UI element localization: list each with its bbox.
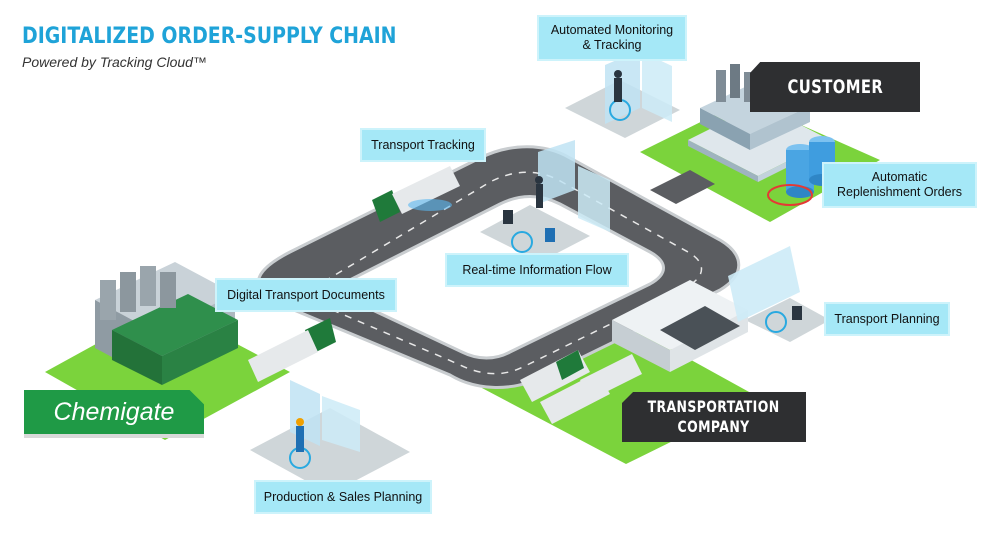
page-subtitle: Powered by Tracking Cloud™	[22, 54, 207, 70]
transportation-company-label: TRANSPORTATION COMPANY	[648, 397, 780, 436]
operator-figures	[296, 70, 802, 452]
tanker-truck-chemigate	[248, 318, 336, 382]
tracking-ring-realtime	[511, 231, 533, 253]
transport-warehouse	[612, 280, 748, 372]
chemigate-label: Chemigate	[53, 397, 175, 426]
chemigate-tag: Chemigate	[24, 390, 204, 438]
callout-production-sales-planning: Production & Sales Planning	[254, 480, 432, 514]
dashboard-monitoring	[605, 50, 672, 124]
tracking-ring-planning	[765, 311, 787, 333]
dashboard-planning	[728, 246, 800, 322]
callout-automated-monitoring: Automated Monitoring & Tracking	[537, 15, 687, 61]
callout-automatic-replenishment: Automatic Replenishment Orders	[822, 162, 977, 208]
customer-tanks	[786, 136, 835, 198]
tanker-truck-top	[372, 166, 460, 222]
callout-transport-tracking: Transport Tracking	[360, 128, 486, 162]
page-title: DIGITALIZED ORDER-SUPPLY CHAIN	[22, 24, 397, 49]
callout-digital-transport-documents: Digital Transport Documents	[215, 278, 397, 312]
customer-tag: CUSTOMER	[750, 62, 920, 112]
callout-realtime-information: Real-time Information Flow	[445, 253, 629, 287]
dashboard-realtime	[538, 140, 610, 232]
road-center-line	[298, 171, 703, 375]
transportation-company-tag: TRANSPORTATION COMPANY	[622, 392, 806, 442]
tanker-trucks-parked	[520, 350, 642, 424]
planning-grass-pad	[745, 298, 830, 342]
road-branch-customer	[650, 170, 715, 204]
customer-label: CUSTOMER	[787, 76, 883, 98]
callout-transport-planning: Transport Planning	[824, 302, 950, 336]
chemigate-plant	[95, 262, 238, 385]
